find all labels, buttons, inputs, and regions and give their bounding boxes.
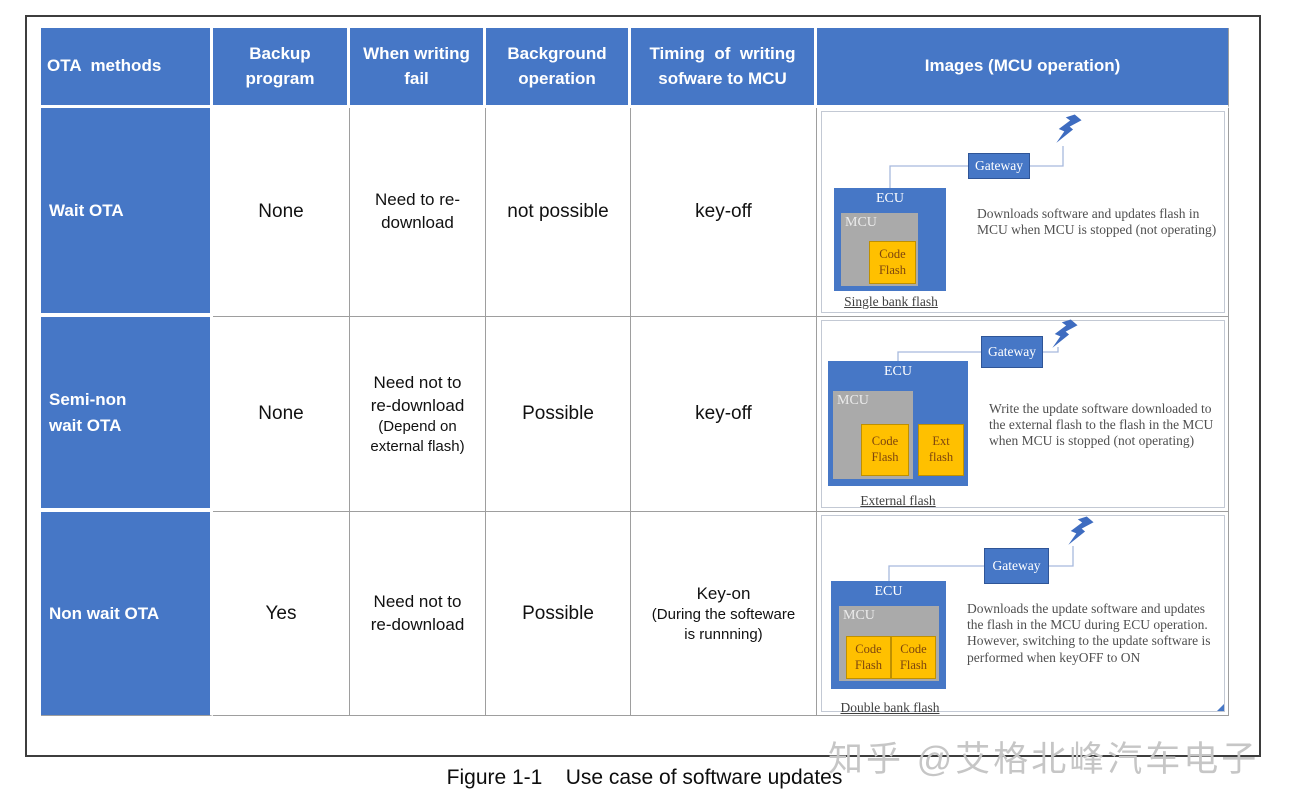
cell-value: key-off — [695, 403, 752, 425]
ecu-label: ECU — [876, 191, 904, 206]
mcu-label: MCU — [845, 215, 877, 230]
header-ota-methods: OTA methods — [41, 28, 213, 108]
diagram-caption: Single bank flash — [844, 294, 938, 309]
header-images: Images (MCU operation) — [817, 28, 1229, 108]
ecu-label: ECU — [874, 584, 903, 599]
diagram-description: Downloads the update software and update… — [967, 601, 1215, 665]
watermark: 知乎 @艾格北峰汽车电子 — [828, 740, 1260, 779]
cell-subtext: (During the softeware is runnning) — [651, 606, 796, 643]
cell-image-external-flash: ECU MCU Code Flash Ext flash Gateway Ext… — [817, 317, 1229, 512]
ext-flash-box: Ext flash — [918, 424, 964, 476]
row-label-non-wait-ota: Non wait OTA — [41, 512, 213, 716]
cell-value: Possible — [522, 403, 594, 425]
lightning-bolt-icon — [1056, 114, 1082, 143]
lightning-bolt-icon — [1052, 319, 1078, 348]
cell-value: Need to re- download — [374, 190, 461, 232]
cell-value: None — [258, 403, 304, 425]
cell-value: Key-on — [696, 583, 751, 603]
cell-image-double-bank: ECU MCU Code Flash Code Flash Gateway Do… — [817, 512, 1229, 716]
header-when-fail: When writing fail — [350, 28, 486, 108]
diagram-caption: Double bank flash — [840, 700, 940, 715]
cell-image-single-bank: ECU MCU Code Flash Gateway Single bank f… — [817, 108, 1229, 317]
ecu-label: ECU — [884, 364, 912, 379]
cell-value: Need not to re-download — [370, 372, 465, 415]
cell-subtext: (Depend on external flash) — [370, 418, 465, 455]
row-label-wait-ota: Wait OTA — [41, 108, 213, 317]
cell-backup: None — [213, 317, 350, 512]
cell-timing: Key-on (During the softeware is runnning… — [631, 512, 817, 716]
diagram-single-bank-flash: ECU MCU Code Flash Gateway Single bank f… — [821, 111, 1225, 313]
lightning-bolt-icon — [1068, 516, 1094, 545]
cell-backup: None — [213, 108, 350, 317]
diagram-description: Write the update software downloaded to … — [989, 401, 1217, 449]
mcu-label: MCU — [837, 393, 869, 408]
code-flash-box: Code Flash — [861, 424, 909, 476]
header-background: Background operation — [486, 28, 631, 108]
connector-lines — [888, 516, 1094, 581]
ota-methods-table: OTA methods Backup program When writing … — [41, 28, 1229, 716]
cell-value: key-off — [695, 201, 752, 223]
diagram-caption: External flash — [860, 493, 936, 508]
cell-value: None — [258, 201, 304, 223]
cell-background: Possible — [486, 512, 631, 716]
header-timing: Timing of writing sofware to MCU — [631, 28, 817, 108]
header-backup: Backup program — [213, 28, 350, 108]
connector-lines — [897, 319, 1078, 361]
cell-background: Possible — [486, 317, 631, 512]
code-flash-box-2: Code Flash — [891, 636, 936, 679]
diagram-double-bank-flash: ECU MCU Code Flash Code Flash Gateway Do… — [821, 515, 1225, 715]
diagram-external-flash: ECU MCU Code Flash Ext flash Gateway Ext… — [821, 319, 1225, 508]
cell-when-fail: Need not to re-download — [350, 512, 486, 716]
cell-background: not possible — [486, 108, 631, 317]
row-label-semi-non-wait-ota: Semi-non wait OTA — [41, 317, 213, 512]
code-flash-box: Code Flash — [869, 241, 916, 284]
cell-value: not possible — [507, 201, 609, 223]
diagram-description: Downloads software and updates flash in … — [977, 206, 1217, 238]
cell-when-fail: Need not to re-download (Depend on exter… — [350, 317, 486, 512]
mcu-label: MCU — [843, 608, 875, 623]
cell-backup: Yes — [213, 512, 350, 716]
connector-lines — [889, 114, 1082, 188]
cell-when-fail: Need to re- download — [350, 108, 486, 317]
gateway-box: Gateway — [981, 336, 1043, 368]
code-flash-box-1: Code Flash — [846, 636, 891, 679]
gateway-box: Gateway — [984, 548, 1049, 584]
figure-caption: Figure 1-1 Use case of software updates — [446, 766, 843, 789]
cell-value: Possible — [522, 602, 594, 624]
cell-value: Need not to re-download — [370, 591, 465, 634]
gateway-box: Gateway — [968, 153, 1030, 179]
cell-timing: key-off — [631, 317, 817, 512]
cell-timing: key-off — [631, 108, 817, 317]
picture-resize-handle — [1217, 704, 1224, 711]
cell-value: Yes — [265, 602, 297, 624]
